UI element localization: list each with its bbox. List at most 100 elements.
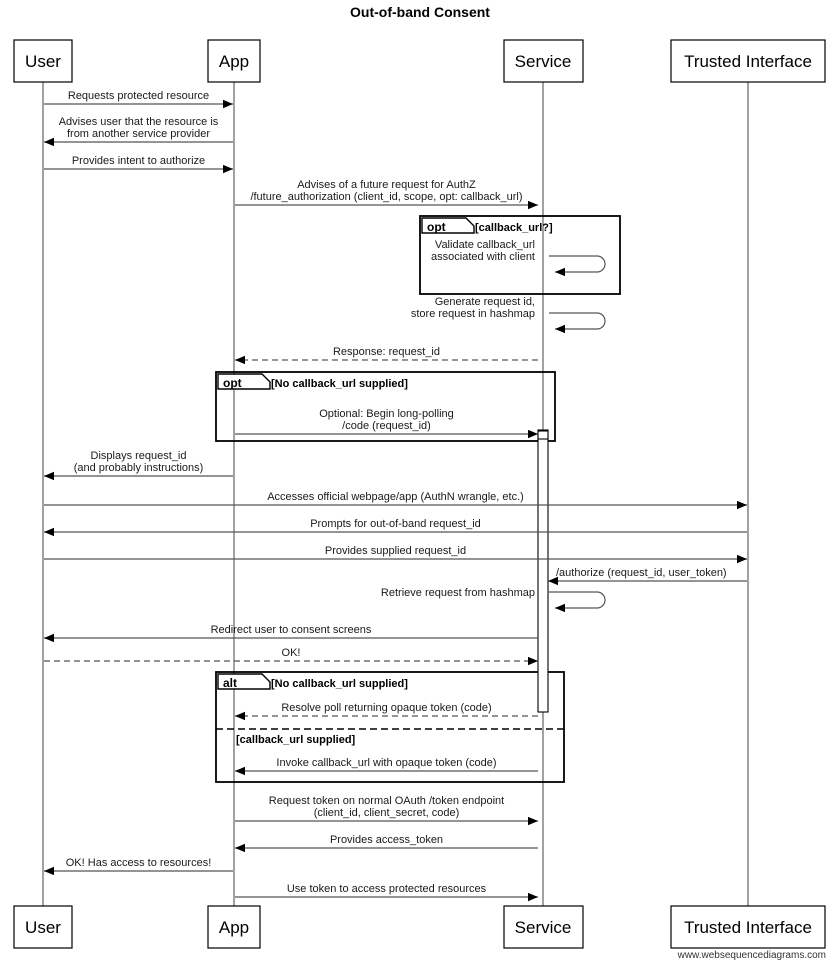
message-m17: Resolve poll returning opaque token (cod… — [235, 702, 538, 721]
self-message-line — [549, 591, 606, 613]
fragment-section-guard-0: [callback_url supplied] — [236, 734, 356, 746]
message-m6: Generate request id,store request in has… — [411, 296, 606, 334]
message-label: associated with client — [431, 251, 535, 263]
message-label: Prompts for out-of-band request_id — [310, 518, 481, 530]
actor-label: Service — [515, 52, 572, 71]
page-title: Out-of-band Consent — [350, 4, 490, 20]
message-label: Requests protected resource — [68, 90, 209, 102]
actor-service-bottom[interactable]: Service — [503, 905, 584, 949]
actor-box — [503, 905, 584, 949]
actor-app-top[interactable]: App — [207, 39, 261, 83]
fragment-kind-label: alt — [223, 676, 237, 690]
self-message-line — [549, 312, 606, 334]
fragment-guard-label: [No callback_url supplied] — [271, 678, 408, 690]
message-m8: Optional: Begin long-polling/code (reque… — [235, 408, 538, 439]
activations-layer — [537, 429, 549, 713]
actor-box — [670, 39, 826, 83]
fragment-kind-label: opt — [427, 220, 446, 234]
actor-label: Trusted Interface — [684, 918, 812, 937]
activation-service — [537, 429, 549, 713]
message-label: Advises user that the resource is — [59, 116, 219, 128]
message-label: Validate callback_url — [435, 239, 535, 251]
fragment-border — [215, 371, 556, 442]
actor-label: Service — [515, 918, 572, 937]
message-label: Invoke callback_url with opaque token (c… — [276, 757, 496, 769]
message-label: /authorize (request_id, user_token) — [556, 567, 727, 579]
actor-label: App — [219, 52, 249, 71]
actor-box — [13, 905, 73, 949]
actor-trusted-top[interactable]: Trusted Interface — [670, 39, 826, 83]
message-m16: OK! — [44, 647, 538, 666]
message-m15: Redirect user to consent screens — [44, 624, 538, 643]
fragment-border — [215, 671, 565, 783]
message-m13: /authorize (request_id, user_token) — [548, 567, 747, 586]
message-label: OK! — [282, 647, 301, 659]
message-label: (client_id, client_secret, code) — [314, 807, 460, 819]
fragment-kind-label: opt — [223, 376, 242, 390]
message-m11: Prompts for out-of-band request_id — [44, 518, 747, 537]
message-label: from another service provider — [67, 128, 210, 140]
actor-trusted-bottom[interactable]: Trusted Interface — [670, 905, 826, 949]
message-label: Displays request_id — [91, 450, 187, 462]
message-label: Use token to access protected resources — [287, 883, 487, 895]
message-m3: Provides intent to authorize — [44, 155, 233, 174]
message-label: Provides access_token — [330, 834, 443, 846]
fragment-tab — [217, 373, 271, 390]
message-label: Advises of a future request for AuthZ — [297, 179, 476, 191]
message-label: Accesses official webpage/app (AuthN wra… — [267, 491, 524, 503]
message-label: Retrieve request from hashmap — [381, 587, 535, 599]
actor-label: App — [219, 918, 249, 937]
message-m21: OK! Has access to resources! — [44, 857, 233, 876]
self-message-line — [549, 255, 606, 277]
activation-service — [537, 430, 549, 440]
message-m14: Retrieve request from hashmap — [381, 587, 606, 613]
message-label: /code (request_id) — [342, 420, 431, 432]
message-label: (and probably instructions) — [74, 462, 204, 474]
actor-box — [13, 39, 73, 83]
message-m18: Invoke callback_url with opaque token (c… — [235, 757, 538, 776]
message-label: Redirect user to consent screens — [211, 624, 372, 636]
actor-label: User — [25, 52, 61, 71]
message-m10: Accesses official webpage/app (AuthN wra… — [44, 491, 747, 510]
actor-app-bottom[interactable]: App — [207, 905, 261, 949]
actor-boxes-bottom: User App Service Trusted Interface — [13, 905, 826, 949]
message-label: Request token on normal OAuth /token end… — [269, 795, 504, 807]
message-m9: Displays request_id(and probably instruc… — [44, 450, 233, 481]
actor-box — [207, 905, 261, 949]
fragment-alt-f3: alt [No callback_url supplied] [callback_u… — [215, 671, 565, 783]
message-label: store request in hashmap — [411, 308, 535, 320]
fragment-guard-label: [callback_url?] — [475, 222, 553, 234]
footer-watermark: www.websequencediagrams.com — [677, 950, 826, 961]
message-label: OK! Has access to resources! — [66, 857, 212, 869]
message-label: Generate request id, — [435, 296, 535, 308]
message-label: Optional: Begin long-polling — [319, 408, 454, 420]
fragment-tab — [421, 217, 475, 234]
message-m12: Provides supplied request_id — [44, 545, 747, 564]
message-m19: Request token on normal OAuth /token end… — [235, 795, 538, 826]
actor-boxes-top: User App Service Trusted Interface — [13, 39, 826, 83]
message-m20: Provides access_token — [235, 834, 538, 853]
actor-service-top[interactable]: Service — [503, 39, 584, 83]
message-label: Resolve poll returning opaque token (cod… — [281, 702, 491, 714]
message-m22: Use token to access protected resources — [235, 883, 538, 902]
fragment-guard-label: [No callback_url supplied] — [271, 378, 408, 390]
fragment-opt-f1: opt [callback_url?] — [419, 215, 621, 295]
actor-user-bottom[interactable]: User — [13, 905, 73, 949]
actor-user-top[interactable]: User — [13, 39, 73, 83]
message-label: Provides supplied request_id — [325, 545, 466, 557]
actor-box — [207, 39, 261, 83]
fragment-border — [419, 215, 621, 295]
actor-label: Trusted Interface — [684, 52, 812, 71]
actor-box — [670, 905, 826, 949]
message-label: /future_authorization (client_id, scope,… — [250, 191, 522, 203]
message-label: Response: request_id — [333, 346, 440, 358]
message-label: Provides intent to authorize — [72, 155, 205, 167]
fragments-layer: opt[callback_url?]opt[No callback_url su… — [215, 215, 621, 783]
actor-label: User — [25, 918, 61, 937]
actor-box — [503, 39, 584, 83]
